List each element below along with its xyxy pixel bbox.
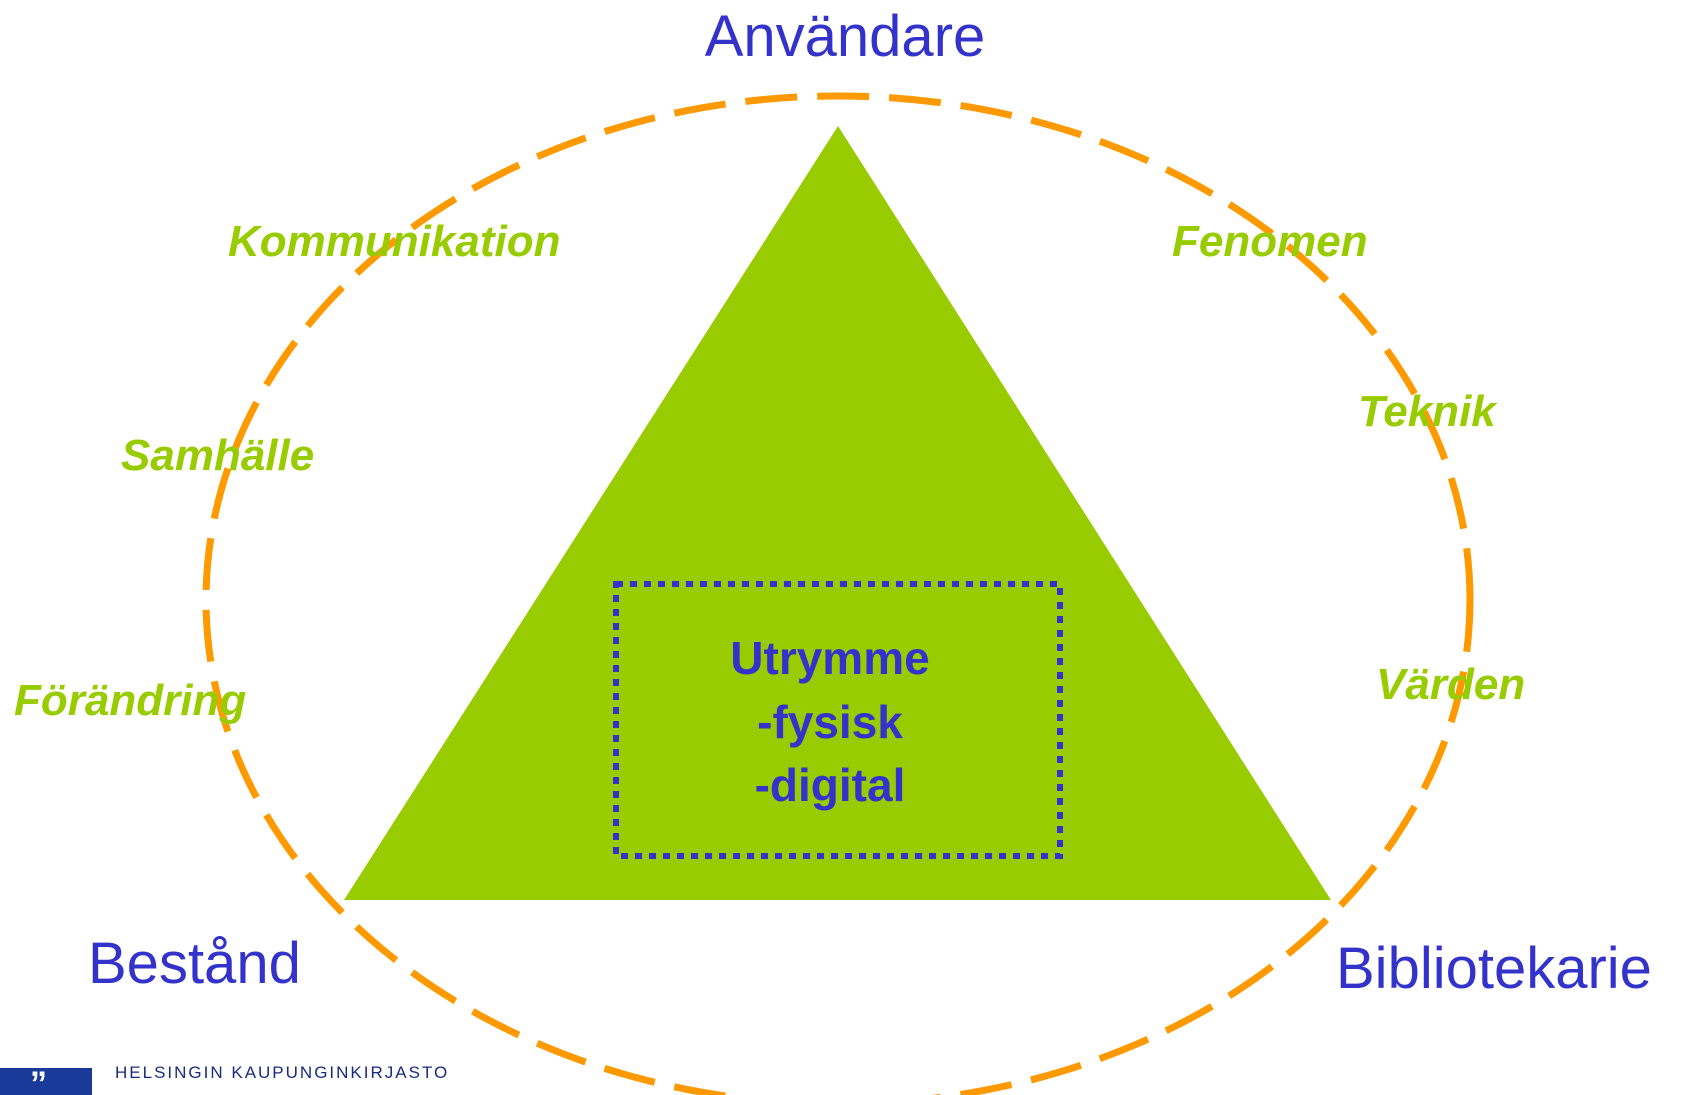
theme-label-forandring: Förändring: [14, 676, 246, 725]
theme-label-teknik: Teknik: [1358, 387, 1498, 436]
dotted-center-box: [613, 581, 1063, 859]
dashed-orange-ellipse: [202, 92, 1474, 1095]
theme-label-kommunikation: Kommunikation: [228, 217, 560, 266]
center-label-line1: Utrymme: [730, 632, 929, 684]
corner-label-bottom-right: Bibliotekarie: [1336, 936, 1652, 1001]
center-label-line2: -fysisk: [757, 696, 903, 748]
corner-label-bottom-left: Bestånd: [88, 931, 301, 996]
theme-label-samhalle: Samhälle: [121, 431, 314, 480]
logo-text: HELSINGIN KAUPUNGINKIRJASTO: [115, 1063, 449, 1082]
corner-label-top: Användare: [705, 4, 986, 69]
center-label-line3: -digital: [755, 759, 906, 811]
theme-label-varden: Värden: [1376, 660, 1525, 709]
svg-text:”: ”: [30, 1065, 47, 1095]
green-triangle: [344, 126, 1331, 900]
theme-label-fenomen: Fenomen: [1172, 217, 1368, 266]
quotation-mark-logo-icon: ”: [0, 1065, 92, 1095]
